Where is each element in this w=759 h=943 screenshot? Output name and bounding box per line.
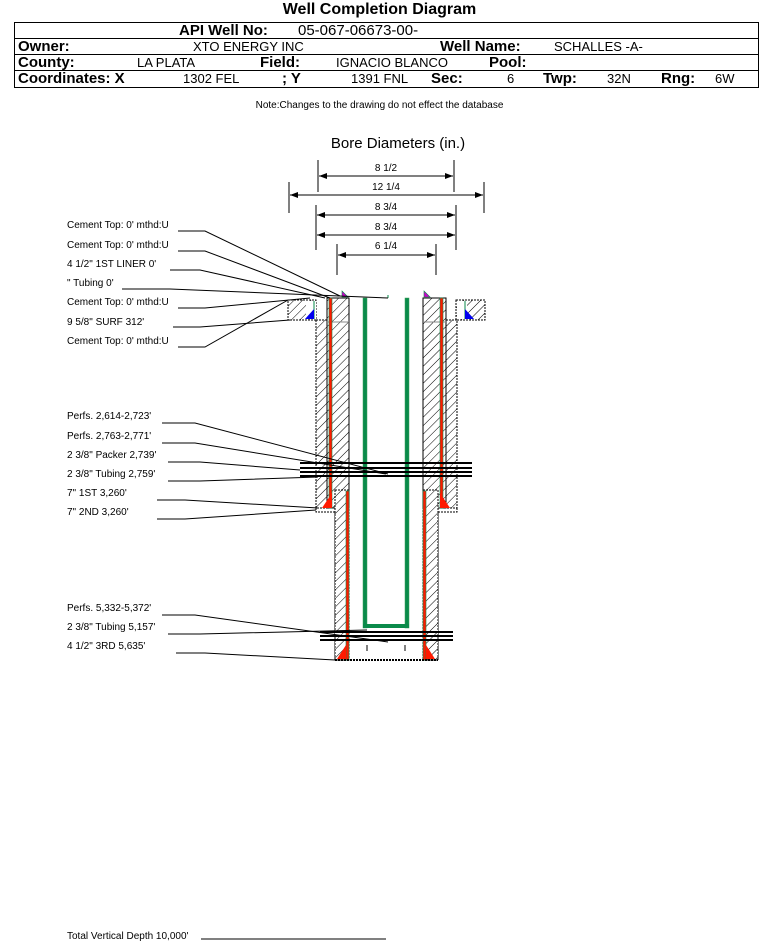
coord-x-label: Coordinates: X — [18, 70, 125, 87]
liner-4-1-2-left — [345, 490, 350, 661]
cement-top-marker-left — [341, 290, 349, 298]
surface-casing — [287, 299, 486, 321]
api-label: API Well No: — [179, 22, 268, 39]
annotation-label: Cement Top: 0' mthd:U — [67, 220, 169, 231]
annotation-label: 2 3/8" Tubing 2,759' — [67, 469, 155, 480]
leader-line — [162, 422, 389, 475]
county-label: County: — [18, 54, 75, 71]
owner-label: Owner: — [18, 38, 70, 55]
coord-y-label: ; Y — [282, 70, 301, 87]
annotation-label: Cement Top: 0' mthd:U — [67, 297, 169, 308]
leader-line — [178, 230, 341, 297]
cement-blue-left — [305, 309, 314, 319]
surface-gap-left — [306, 301, 316, 319]
outer-cement-right — [445, 319, 458, 509]
leader-line — [162, 614, 389, 643]
leader-line — [157, 509, 317, 520]
well-info-table: API Well No: 05-067-06673-00- Owner: XTO… — [14, 22, 759, 88]
rng-value: 6W — [715, 71, 735, 86]
leader-line — [178, 299, 289, 348]
outer-cement-left — [315, 319, 328, 509]
coordinates-row: Coordinates: X 1302 FEL ; Y 1391 FNL Sec… — [15, 71, 758, 87]
rng-label: Rng: — [661, 70, 696, 87]
annotation-label: Perfs. 5,332-5,372' — [67, 603, 151, 614]
cement-shoe-left — [322, 493, 332, 508]
county-row: County: LA PLATA Field: IGNACIO BLANCO P… — [15, 55, 758, 71]
annotation-label: " Tubing 0' — [67, 278, 114, 289]
well-name-label: Well Name: — [440, 38, 521, 55]
annotation-label: 7" 1ST 3,260' — [67, 488, 127, 499]
annotation-label: Perfs. 2,614-2,723' — [67, 411, 151, 422]
liner-shoe-left — [337, 645, 346, 659]
dim-label-8-3-4-b: 8 3/4 — [375, 222, 398, 233]
sec-label: Sec: — [431, 70, 463, 87]
tubing — [362, 295, 410, 629]
annotations-bottom: Perfs. 5,332-5,372' 2 3/8" Tubing 5,157'… — [67, 603, 389, 661]
api-row: API Well No: 05-067-06673-00- — [15, 23, 758, 39]
leader-line — [162, 442, 387, 475]
annotation-label: 7" 2ND 3,260' — [67, 507, 129, 518]
twp-label: Twp: — [543, 70, 577, 87]
leader-line — [168, 461, 301, 471]
liner-shoe-right — [426, 645, 435, 659]
tvd-label: Total Vertical Depth 10,000' — [67, 931, 189, 942]
liner-4-1-2-right — [422, 490, 427, 661]
tubing-bottom — [363, 624, 409, 628]
annotation-label: Cement Top: 0' mthd:U — [67, 336, 169, 347]
annotation-label: Cement Top: 0' mthd:U — [67, 240, 169, 251]
leader-line — [178, 297, 311, 309]
cement-shoe-right — [440, 493, 450, 508]
api-value: 05-067-06673-00- — [298, 22, 419, 39]
sec-value: 6 — [507, 71, 515, 86]
cement-top-marker-right — [423, 290, 431, 298]
leader-line — [170, 269, 326, 299]
database-note: Note:Changes to the drawing do not effec… — [255, 100, 504, 111]
annotations-middle: Perfs. 2,614-2,723' Perfs. 2,763-2,771' … — [67, 411, 389, 520]
coord-x-value: 1302 FEL — [183, 71, 240, 86]
twp-value: 32N — [607, 71, 631, 86]
coord-y-value: 1391 FNL — [351, 71, 409, 86]
annotation-label: 4 1/2" 3RD 5,635' — [67, 641, 145, 652]
field-value: IGNACIO BLANCO — [336, 55, 448, 70]
annotation-label: 9 5/8" SURF 312' — [67, 317, 144, 328]
pool-label: Pool: — [489, 54, 527, 71]
dim-label-6-1-4: 6 1/4 — [375, 241, 398, 252]
annotation-label: Perfs. 2,763-2,771' — [67, 431, 151, 442]
total-vertical-depth: Total Vertical Depth 10,000' — [67, 931, 386, 942]
leader-line — [122, 288, 389, 299]
leader-line — [157, 499, 319, 509]
leader-line — [168, 629, 368, 635]
annotation-label: 2 3/8" Tubing 5,157' — [67, 622, 155, 633]
annotations-top: Cement Top: 0' mthd:U Cement Top: 0' mth… — [67, 220, 389, 348]
county-value: LA PLATA — [137, 55, 196, 70]
surface-gap-right — [457, 301, 467, 319]
annotation-label: 2 3/8" Packer 2,739' — [67, 450, 156, 461]
bore-dimension-lines: 8 1/2 12 1/4 8 3/4 8 3/4 6 1/4 — [288, 160, 485, 275]
owner-row: Owner: XTO ENERGY INC Well Name: SCHALLE… — [15, 39, 758, 55]
leader-line — [178, 250, 331, 299]
field-label: Field: — [260, 54, 300, 71]
leader-line — [173, 319, 291, 328]
owner-value: XTO ENERGY INC — [193, 39, 304, 54]
packer-band-upper — [300, 462, 472, 477]
dim-label-12-1-4: 12 1/4 — [372, 182, 400, 193]
leader-line — [168, 476, 319, 482]
cement-blue-right — [465, 309, 474, 319]
page-title: Well Completion Diagram — [282, 1, 477, 18]
dim-label-8-1-2: 8 1/2 — [375, 163, 398, 174]
leader-line — [176, 652, 336, 661]
well-name-value: SCHALLES -A- — [554, 39, 643, 54]
liner-section — [334, 489, 439, 661]
bore-diameters-title: Bore Diameters (in.) — [331, 135, 465, 152]
dim-label-8-3-4-a: 8 3/4 — [375, 202, 398, 213]
annotation-label: 4 1/2" 1ST LINER 0' — [67, 259, 156, 270]
